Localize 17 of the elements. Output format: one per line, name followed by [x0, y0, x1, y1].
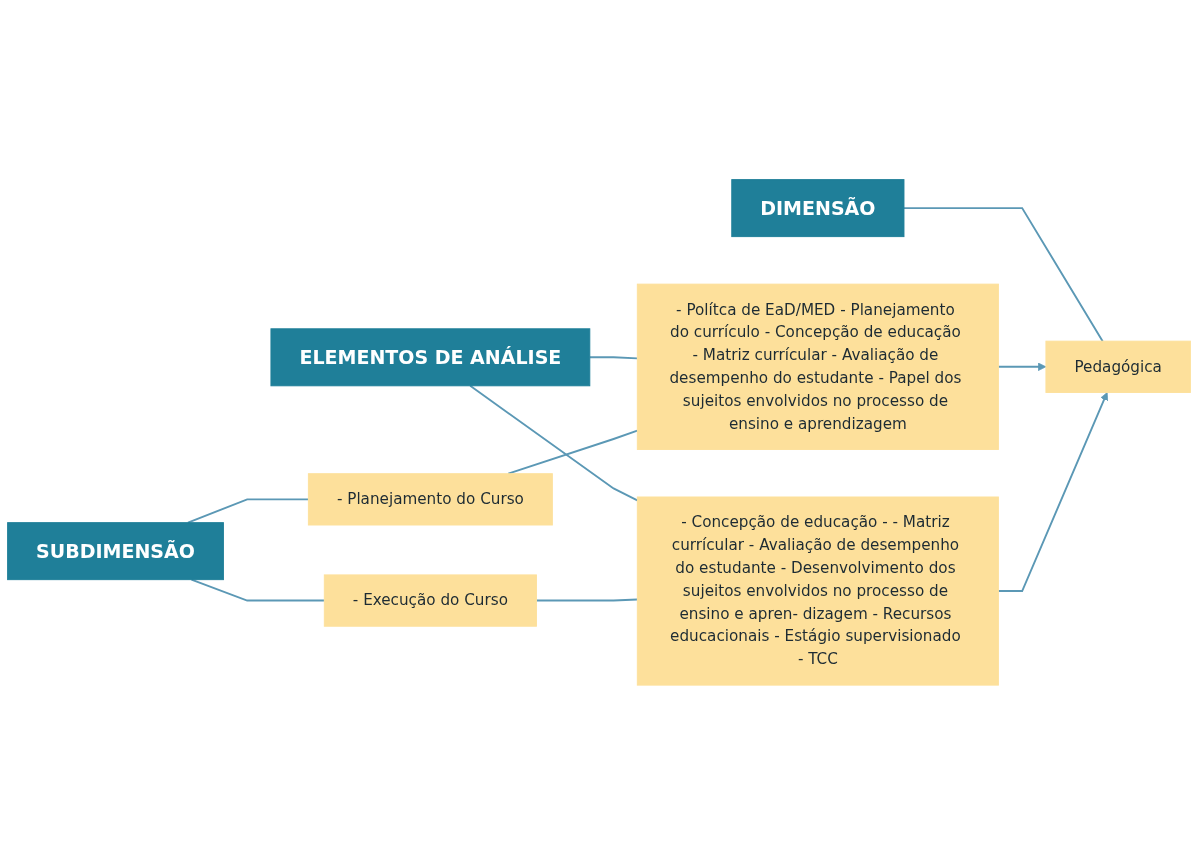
node-box: Pedagógica	[1045, 340, 1191, 393]
connector	[190, 578, 326, 602]
connector	[903, 206, 1104, 342]
node-box: - Execução do Curso	[323, 574, 537, 627]
node-box: ELEMENTOS DE ANÁLISE	[270, 327, 591, 386]
arrow	[997, 362, 1047, 371]
connector	[187, 498, 310, 524]
node-box: SUBDIMENSÃO	[7, 521, 224, 580]
node-box: - Concepção de educação - - Matriz currícular - Avaliação de desempenho do estudante - Desenvolvimento dos sujeitos envolvidos no processo de ensino e apren- dizagem - Recursos educacionais - Estágio supervisionado - TCC	[636, 496, 999, 686]
connector	[588, 355, 639, 359]
arrow	[997, 391, 1109, 592]
connector	[507, 429, 639, 475]
node-box: - Planejamento do Curso	[307, 472, 553, 526]
node-box: DIMENSÃO	[731, 178, 905, 237]
connector	[469, 384, 639, 501]
connector	[535, 598, 639, 602]
node-box: - Polítca de EaD/MED - Planejamento do currículo - Concepção de educação - Matriz currícular - Avaliação de desempenho do estudante - Papel dos sujeitos envolvidos no processo de ensino e aprendizagem	[636, 283, 999, 450]
